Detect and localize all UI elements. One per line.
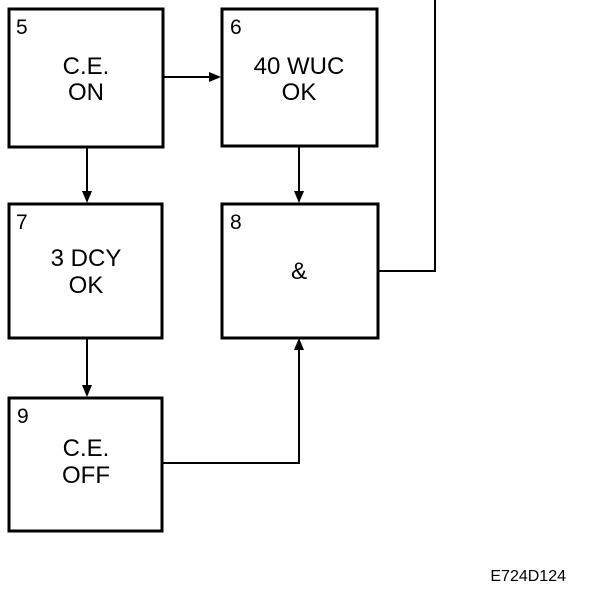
block-9-frame [7,396,164,533]
arrowhead-into-8-top [294,191,304,203]
block-5-line2: ON [68,79,104,106]
connector-9-to-8 [162,350,300,464]
block-7-line1: 3 DCY [51,245,122,272]
arrowhead-into-9 [82,385,92,397]
block-6-number: 6 [230,16,242,39]
arrowhead-into-8-bottom [294,338,304,350]
figure-code: E724D124 [490,568,566,585]
block-8-number: 8 [230,211,242,234]
block-5-line1: C.E. [63,53,110,80]
block-8: 8 & [220,202,380,340]
arrowhead-into-6 [209,72,221,82]
block-5: 5 C.E. ON [7,7,165,149]
block-5-number: 5 [16,16,28,39]
block-7-line2: OK [69,272,104,299]
block-6-line1: 40 WUC [254,53,345,80]
block-9: 9 C.E. OFF [7,396,164,533]
block-6-line2: OK [282,79,317,106]
block-7-number: 7 [16,211,28,234]
block-7-frame [7,202,164,340]
block-9-line2: OFF [62,462,110,489]
block-8-line1: & [291,258,307,285]
block-9-line1: C.E. [63,435,110,462]
block-6-frame [220,7,379,148]
block-9-number: 9 [17,405,29,428]
connector-8-to-offpage [378,0,436,272]
block-5-frame [7,7,165,149]
block-6: 6 40 WUC OK [220,7,379,148]
block-8-frame [220,202,380,340]
arrowhead-into-7 [82,191,92,203]
connectors [82,0,436,464]
block-7: 7 3 DCY OK [7,202,164,340]
